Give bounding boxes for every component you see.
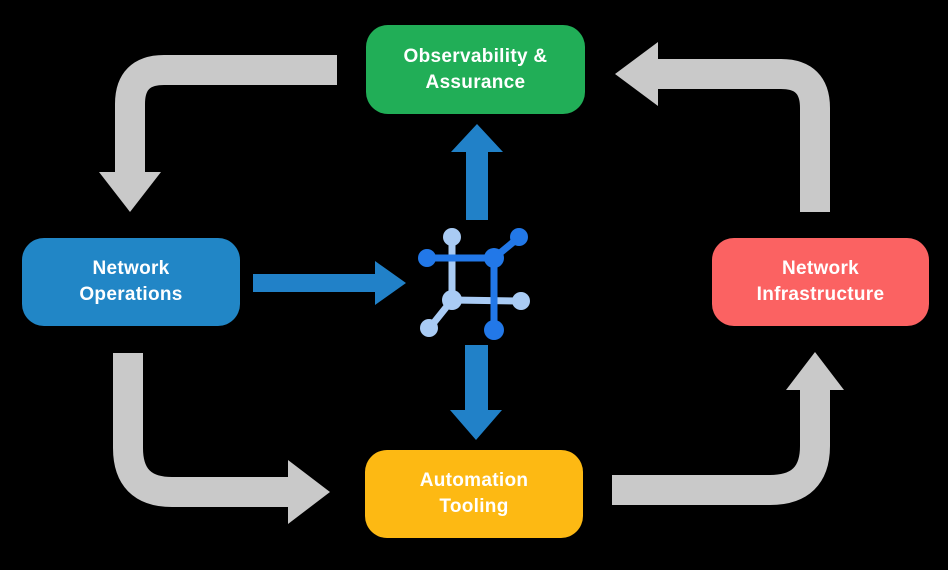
- icon-node-bottom-left-junction: [442, 290, 462, 310]
- node-infrastructure-label: Network Infrastructure: [756, 258, 885, 305]
- flow-arrow-hub-to-automation: [450, 345, 502, 440]
- icon-node-top-right-junction: [484, 248, 504, 268]
- flow-arrow-operations-to-hub: [253, 261, 406, 305]
- arrow-shaft: [658, 59, 830, 212]
- node-automation-tooling: Automation Tooling: [365, 450, 583, 538]
- arrow-head-right: [288, 460, 330, 524]
- cycle-arrow-infrastructure-to-observability: [615, 42, 830, 212]
- icon-node-right: [512, 292, 530, 310]
- cycle-arrow-observability-to-operations: [99, 55, 337, 212]
- node-observability-label: Observability & Assurance: [403, 45, 548, 93]
- icon-node-upper-right: [510, 228, 528, 246]
- icon-node-lower-left: [420, 319, 438, 337]
- node-automation-label: Automation Tooling: [419, 470, 529, 517]
- arrow-shaft: [115, 55, 337, 174]
- cycle-arrow-operations-to-automation: [113, 353, 330, 524]
- icon-node-bottom: [484, 320, 504, 340]
- node-operations-label: Network Operations: [79, 258, 183, 305]
- node-network-operations: Network Operations: [22, 238, 240, 326]
- arrow-head-up: [786, 352, 844, 390]
- cycle-arrow-automation-to-infrastructure: [612, 352, 844, 505]
- icon-node-left: [418, 249, 436, 267]
- arrow-shaft: [612, 390, 830, 505]
- icon-node-top: [443, 228, 461, 246]
- network-hub-icon: [418, 228, 530, 340]
- network-hub-icon-dark-nodes: [418, 228, 528, 340]
- arrow-head-down: [99, 172, 161, 212]
- arrow-head-left: [615, 42, 658, 106]
- flow-arrow-hub-to-observability: [451, 124, 503, 220]
- icon-bottom-edge: [448, 296, 523, 305]
- node-observability-assurance: Observability & Assurance: [366, 25, 585, 114]
- network-hub-icon-light-nodes: [420, 228, 530, 337]
- node-network-infrastructure: Network Infrastructure: [712, 238, 929, 326]
- arrow-shaft: [113, 353, 288, 507]
